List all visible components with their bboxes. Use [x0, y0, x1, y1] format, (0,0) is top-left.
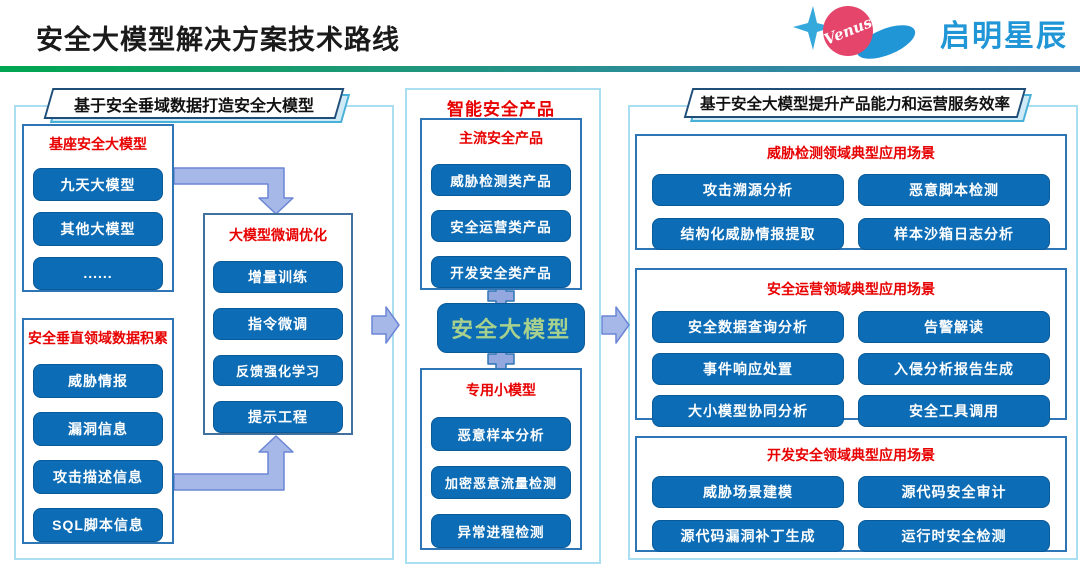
left-banner-label: 基于安全垂域数据打造安全大模型: [73, 97, 314, 115]
node-structured-intel-extraction: 结构化威胁情报提取: [652, 218, 844, 250]
venus-swoosh-icon: [856, 25, 916, 59]
mainstream-title: 主流安全产品: [459, 130, 543, 146]
small-models-box: 专用小模型 恶意样本分析 加密恶意流量检测 异常进程检测: [420, 368, 582, 550]
devsec-scenarios-box: 开发安全领域典型应用场景 威胁场景建模 源代码安全审计 源代码漏洞补丁生成 运行…: [635, 436, 1067, 552]
middle-title: 智能安全产品: [447, 100, 555, 119]
flow-arrow-right-icon: [601, 306, 630, 344]
node-attack-desc: 攻击描述信息: [33, 460, 163, 494]
node-vuln-info: 漏洞信息: [33, 412, 163, 446]
devsec-scenarios-title: 开发安全领域典型应用场景: [767, 447, 935, 463]
finetune-title: 大模型微调优化: [229, 227, 327, 243]
node-source-code-audit: 源代码安全审计: [858, 476, 1050, 508]
node-threat-scenario-modeling: 威胁场景建模: [652, 476, 844, 508]
node-security-tool-invocation: 安全工具调用: [858, 395, 1050, 427]
node-malware-sample-analysis: 恶意样本分析: [431, 417, 571, 451]
brand-name: 启明星辰: [940, 20, 1068, 53]
node-incident-response: 事件响应处置: [652, 353, 844, 385]
node-devsec-products: 开发安全类产品: [431, 256, 571, 288]
node-prompt-engineering: 提示工程: [213, 401, 343, 433]
node-attack-tracing: 攻击溯源分析: [652, 174, 844, 206]
node-security-llm: 安全大模型: [437, 303, 585, 353]
page-title: 安全大模型解决方案技术路线: [36, 25, 400, 55]
node-sql-script: SQL脚本信息: [33, 508, 163, 542]
base-models-title: 基座安全大模型: [49, 136, 147, 152]
node-vuln-patch-generation: 源代码漏洞补丁生成: [652, 520, 844, 552]
data-accum-title: 安全垂直领域数据积累: [28, 330, 168, 346]
secops-scenarios-box: 安全运营领域典型应用场景 安全数据查询分析 告警解读 事件响应处置 入侵分析报告…: [635, 268, 1067, 427]
data-accum-box: 安全垂直领域数据积累 威胁情报 漏洞信息 攻击描述信息 SQL脚本信息: [22, 318, 174, 544]
node-sandbox-log-analysis: 样本沙箱日志分析: [858, 218, 1050, 250]
base-models-box: 基座安全大模型 九天大模型 其他大模型 ......: [22, 124, 174, 292]
node-intrusion-report-generation: 入侵分析报告生成: [858, 353, 1050, 385]
secops-scenarios-title: 安全运营领域典型应用场景: [767, 281, 935, 297]
finetune-box: 大模型微调优化 增量训练 指令微调 反馈强化学习 提示工程: [203, 213, 353, 435]
venus-logo-icon: Venus: [793, 6, 916, 59]
middle-group-frame: [405, 88, 601, 564]
node-ellipsis: ......: [33, 256, 163, 290]
mainstream-products-box: 主流安全产品 威胁检测类产品 安全运营类产品 开发安全类产品: [420, 118, 582, 290]
threat-detection-scenarios-box: 威胁检测领域典型应用场景 攻击溯源分析 恶意脚本检测 结构化威胁情报提取 样本沙…: [635, 134, 1067, 250]
node-encrypted-traffic-detection: 加密恶意流量检测: [431, 465, 571, 500]
node-secops-products: 安全运营类产品: [431, 210, 571, 242]
node-rlhf: 反馈强化学习: [213, 354, 343, 387]
node-incremental-training: 增量训练: [213, 261, 343, 293]
threat-detection-scenarios-title: 威胁检测领域典型应用场景: [767, 145, 935, 161]
venus-circle: [823, 6, 873, 56]
node-other-models: 其他大模型: [33, 212, 163, 246]
left-banner: 基于安全垂域数据打造安全大模型: [43, 88, 351, 123]
small-models-title: 专用小模型: [466, 382, 536, 398]
node-threat-intel: 威胁情报: [33, 364, 163, 398]
node-model-collaboration-analysis: 大小模型协同分析: [652, 395, 844, 427]
node-security-data-query: 安全数据查询分析: [652, 311, 844, 343]
node-runtime-security-detection: 运行时安全检测: [858, 520, 1050, 552]
right-banner-label: 基于安全大模型提升产品能力和运营服务效率: [699, 96, 1010, 113]
node-malicious-script-detection: 恶意脚本检测: [858, 174, 1050, 206]
node-alert-interpretation: 告警解读: [858, 311, 1050, 343]
node-jiutian-model: 九天大模型: [33, 168, 163, 202]
node-abnormal-process-detection: 异常进程检测: [431, 514, 571, 549]
brand-logo: Venus 启明星辰: [786, 4, 1068, 62]
node-threat-detection-products: 威胁检测类产品: [431, 164, 571, 196]
node-instruction-tuning: 指令微调: [213, 307, 343, 340]
right-banner: 基于安全大模型提升产品能力和运营服务效率: [683, 88, 1033, 122]
venus-star-icon: [793, 6, 833, 50]
divider-gradient: [0, 66, 1080, 72]
